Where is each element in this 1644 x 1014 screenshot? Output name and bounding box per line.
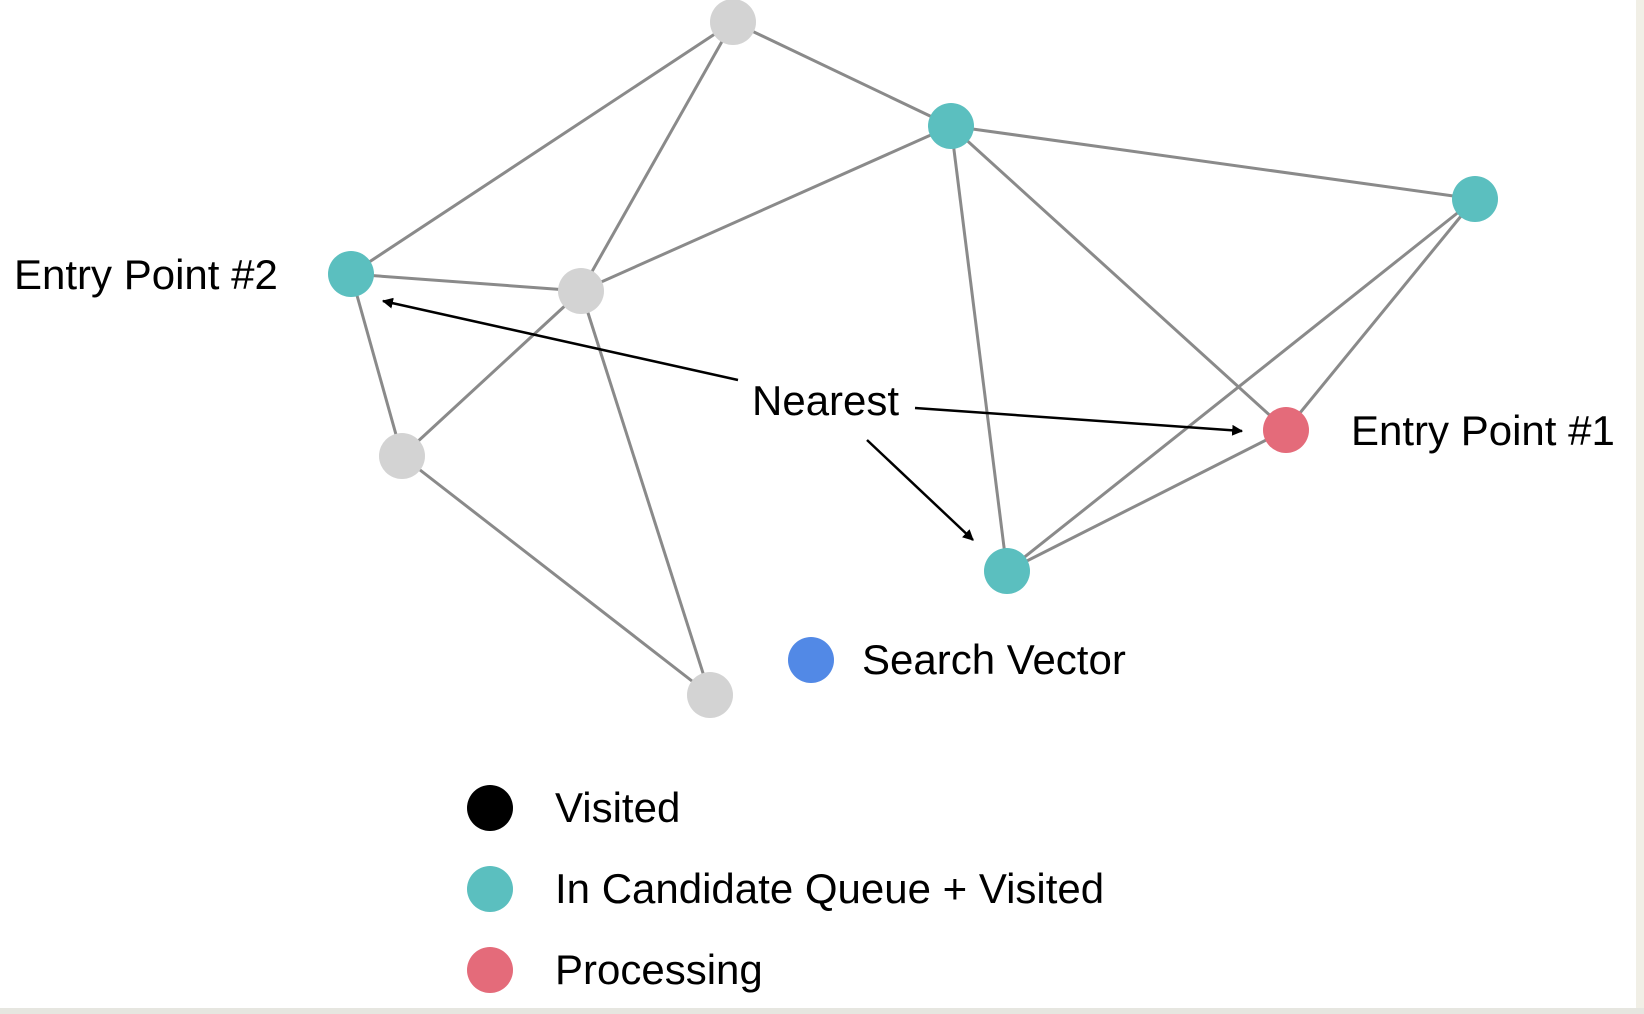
nearest-arrow — [914, 406, 1244, 436]
graph-edge — [349, 273, 404, 457]
search-vector-label: Search Vector — [862, 636, 1126, 683]
graph-node-candidate — [984, 548, 1030, 594]
graph-edge — [400, 289, 583, 458]
graph-node-unvisited — [558, 268, 604, 314]
nearest-label: Nearest — [752, 377, 899, 424]
graph-edges — [349, 20, 1477, 697]
legend-swatch-visited — [467, 785, 513, 831]
legend-swatch-processing — [467, 947, 513, 993]
legend-item-candidate: In Candidate Queue + Visited — [467, 865, 1104, 912]
graph-edge — [732, 20, 952, 128]
graph-edge — [1006, 197, 1476, 573]
nearest-arrow — [866, 439, 974, 541]
graph-edge — [350, 20, 734, 276]
legend-label-processing: Processing — [555, 946, 763, 993]
entry-point-1-label: Entry Point #1 — [1351, 407, 1615, 454]
graph-node-candidate — [928, 103, 974, 149]
legend: Visited In Candidate Queue + Visited Pro… — [467, 784, 1104, 993]
nearest-arrow — [381, 297, 739, 382]
graph-node-unvisited — [710, 0, 756, 45]
legend-swatch-candidate — [467, 866, 513, 912]
graph-edge — [580, 124, 952, 293]
nearest-arrows — [381, 297, 1244, 541]
graph-edge — [401, 454, 711, 697]
graph-node-candidate — [1452, 176, 1498, 222]
graph-edge — [579, 290, 712, 696]
graph-edge — [1284, 198, 1477, 431]
graph-node-processing — [1263, 407, 1309, 453]
page-edge-right — [1636, 0, 1644, 1014]
legend-label-candidate: In Candidate Queue + Visited — [555, 865, 1104, 912]
legend-label-visited: Visited — [555, 784, 680, 831]
graph-nodes — [328, 0, 1498, 718]
graph-node-unvisited — [379, 433, 425, 479]
graph-edge — [949, 124, 1288, 432]
graph-edge — [1006, 428, 1287, 573]
graph-edge — [579, 21, 735, 292]
graph-edge — [350, 272, 582, 293]
legend-item-processing: Processing — [467, 946, 763, 993]
graph-node-unvisited — [687, 672, 733, 718]
legend-item-visited: Visited — [467, 784, 680, 831]
graph-edge — [949, 125, 1009, 572]
page-edge-bottom — [0, 1008, 1644, 1014]
graph-node-candidate — [328, 251, 374, 297]
entry-point-2-label: Entry Point #2 — [14, 251, 278, 298]
search-vector-dot — [788, 637, 834, 683]
graph-edge — [950, 124, 1476, 201]
